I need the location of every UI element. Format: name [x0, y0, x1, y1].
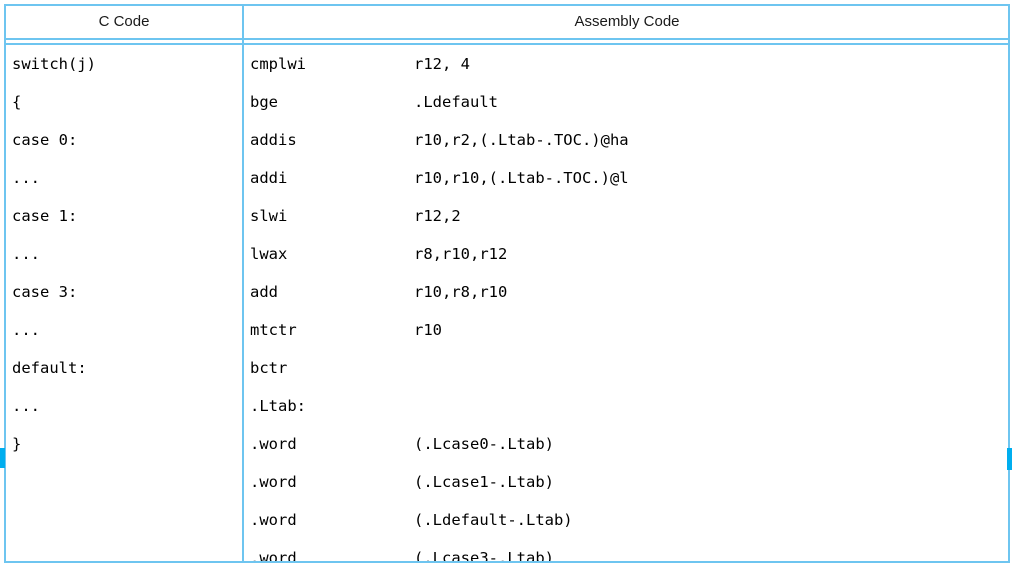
column-header-c-code: C Code [98, 13, 150, 30]
assembly-mnemonic: addi [250, 169, 288, 187]
right-edge-accent-marker [1007, 448, 1012, 470]
c-code-line: ... [12, 321, 40, 339]
assembly-code-line: addis r10,r2,(.Ltab-.TOC.)@ha [250, 121, 1006, 159]
column-divider [242, 6, 244, 561]
assembly-mnemonic: .word [250, 435, 297, 453]
assembly-code-line: cmplwi r12, 4 [250, 45, 1006, 83]
assembly-mnemonic: .word [250, 511, 297, 529]
assembly-operand: r10,r8,r10 [414, 283, 508, 301]
assembly-mnemonic: addis [250, 131, 297, 149]
assembly-code-line: .word (.Lcase0-.Ltab) [250, 425, 1006, 463]
code-comparison-table: C Code Assembly Code switch(j) { case 0:..… [4, 4, 1010, 563]
assembly-code-line: .Ltab: [250, 387, 1006, 425]
assembly-mnemonic: .word [250, 473, 297, 491]
assembly-code-line: .word (.Ldefault-.Ltab) [250, 501, 1006, 539]
left-edge-accent-marker [0, 448, 5, 468]
assembly-mnemonic: lwax [250, 245, 288, 263]
c-code-line: case 3: [12, 283, 78, 301]
assembly-code-line: add r10,r8,r10 [250, 273, 1006, 311]
assembly-code-line: .word (.Lcase3-.Ltab) [250, 539, 1006, 561]
assembly-operand: r8,r10,r12 [414, 245, 508, 263]
c-code-line: } [12, 435, 22, 453]
c-code-column: switch(j) { case 0:... case 1:... case 3:...… [12, 45, 240, 463]
assembly-operand: (.Lcase1-.Ltab) [414, 473, 554, 491]
assembly-code-column: cmplwi r12, 4 bge .Ldefault addis r10,r2,(.Lt… [250, 45, 1006, 561]
assembly-code-line: slwi r12,2 [250, 197, 1006, 235]
assembly-mnemonic: bge [250, 93, 278, 111]
assembly-operand: r10,r2,(.Ltab-.TOC.)@ha [414, 131, 629, 149]
c-code-line: { [12, 93, 22, 111]
c-code-line: switch(j) [12, 55, 96, 73]
header-rule-lower [6, 43, 1008, 45]
assembly-mnemonic: .word [250, 549, 297, 561]
assembly-code-line: mtctr r10 [250, 311, 1006, 349]
assembly-operand: (.Ldefault-.Ltab) [414, 511, 573, 529]
assembly-mnemonic: slwi [250, 207, 288, 225]
assembly-mnemonic: add [250, 283, 278, 301]
c-code-line: ... [12, 245, 40, 263]
assembly-operand: .Ldefault [414, 93, 498, 111]
column-header-assembly-code: Assembly Code [574, 13, 680, 30]
assembly-code-line: addi r10,r10,(.Ltab-.TOC.)@l [250, 159, 1006, 197]
assembly-code-line: lwax r8,r10,r12 [250, 235, 1006, 273]
assembly-code-line: bge .Ldefault [250, 83, 1006, 121]
assembly-mnemonic: mtctr [250, 321, 297, 339]
assembly-mnemonic: cmplwi [250, 55, 306, 73]
assembly-operand: (.Lcase0-.Ltab) [414, 435, 554, 453]
assembly-operand: (.Lcase3-.Ltab) [414, 549, 554, 561]
assembly-mnemonic: bctr [250, 359, 288, 377]
assembly-code-line: bctr [250, 349, 1006, 387]
assembly-operand: r12,2 [414, 207, 461, 225]
assembly-operand: r10 [414, 321, 442, 339]
assembly-code-line: .word (.Lcase1-.Ltab) [250, 463, 1006, 501]
c-code-line: default: [12, 359, 87, 377]
assembly-operand: r12, 4 [414, 55, 470, 73]
c-code-line: ... [12, 169, 40, 187]
c-code-line: ... [12, 397, 40, 415]
c-code-line: case 1: [12, 207, 78, 225]
assembly-mnemonic: .Ltab: [250, 397, 306, 415]
table-body: switch(j) { case 0:... case 1:... case 3:...… [6, 45, 1008, 561]
table-header-row: C Code Assembly Code [6, 6, 1008, 38]
c-code-line: case 0: [12, 131, 78, 149]
assembly-operand: r10,r10,(.Ltab-.TOC.)@l [414, 169, 629, 187]
header-rule-upper [6, 38, 1008, 40]
